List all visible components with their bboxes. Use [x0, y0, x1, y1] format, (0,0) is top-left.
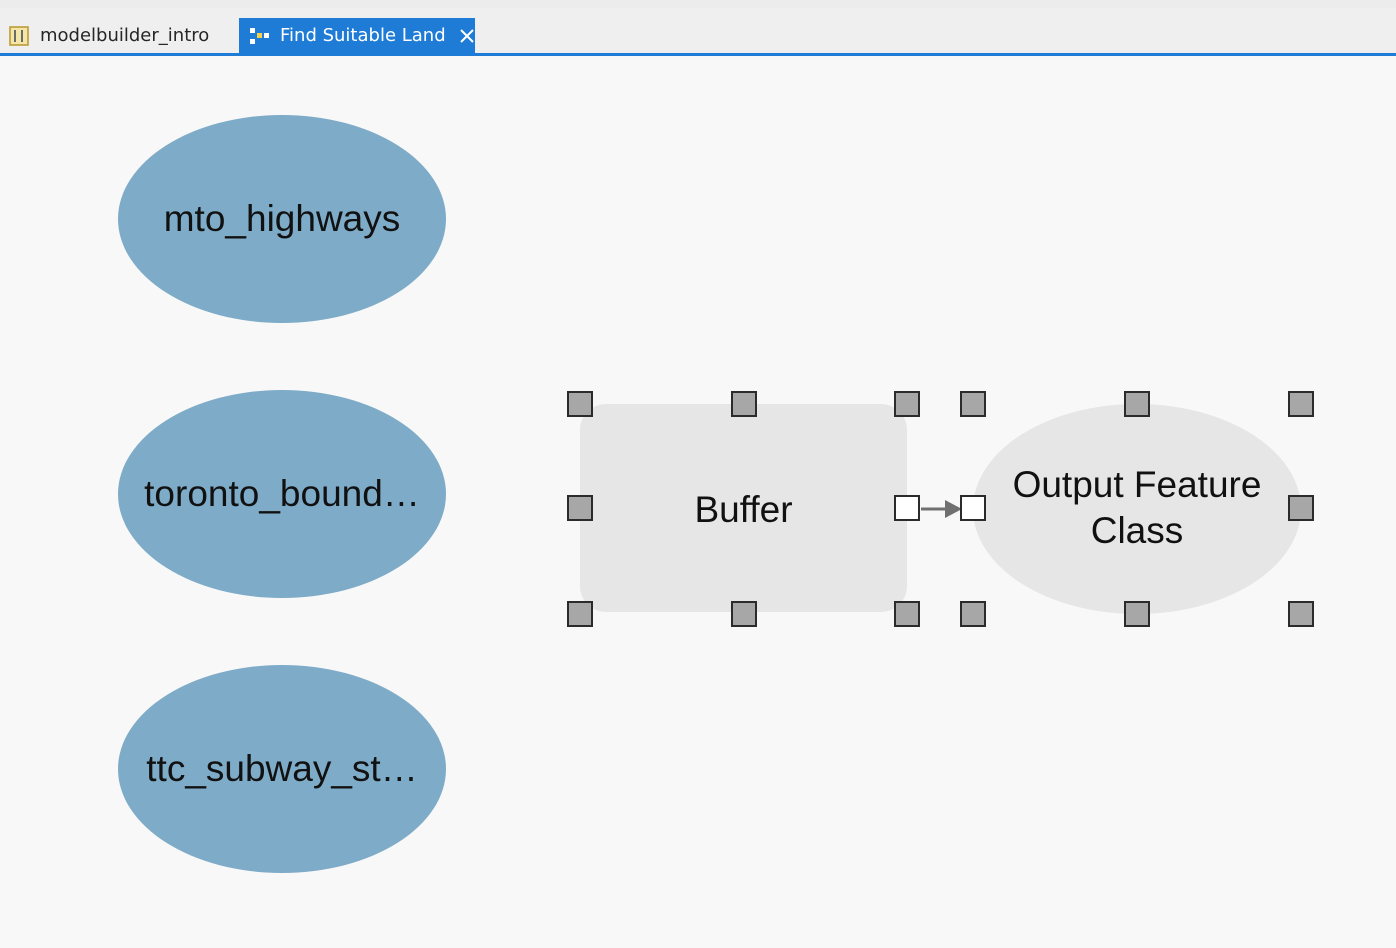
close-icon[interactable] — [459, 28, 475, 44]
map-icon — [8, 25, 30, 47]
connector-arrow — [945, 500, 962, 518]
tab-modelbuilder-intro[interactable]: modelbuilder_intro — [0, 18, 234, 53]
selection-handle[interactable] — [1124, 391, 1150, 417]
selection-handle[interactable] — [567, 495, 593, 521]
tab-find-suitable-land[interactable]: Find Suitable Land — [239, 18, 475, 53]
tool-node-buffer[interactable] — [580, 404, 907, 612]
input-node-toronto-boundary[interactable] — [118, 390, 446, 598]
tab-label: modelbuilder_intro — [40, 25, 210, 46]
output-node[interactable] — [973, 404, 1301, 614]
selection-handle[interactable] — [960, 601, 986, 627]
selection-handle[interactable] — [894, 601, 920, 627]
selection-handle[interactable] — [1124, 601, 1150, 627]
selection-handle[interactable] — [1288, 601, 1314, 627]
input-label-ttc-subway: ttc_subway_st… — [146, 748, 418, 789]
output-label: Output Feature Class — [1012, 464, 1262, 551]
tool-label-buffer: Buffer — [694, 489, 793, 530]
model-icon — [248, 25, 270, 47]
selection-handle[interactable] — [894, 391, 920, 417]
input-label-mto-highways: mto_highways — [163, 198, 401, 239]
selection-handle[interactable] — [960, 391, 986, 417]
selection-handle[interactable] — [731, 391, 757, 417]
model-canvas[interactable]: mto_highways toronto_bound… ttc_subway_s… — [0, 56, 1396, 948]
tab-label: Find Suitable Land — [280, 25, 446, 46]
input-node-ttc-subway[interactable] — [118, 665, 446, 873]
connection-handle[interactable] — [960, 495, 986, 521]
selection-handle[interactable] — [1288, 495, 1314, 521]
selection-handle[interactable] — [567, 391, 593, 417]
selection-handle[interactable] — [567, 601, 593, 627]
input-node-mto-highways[interactable] — [118, 115, 446, 323]
input-label-toronto-boundary: toronto_bound… — [144, 473, 420, 514]
selection-handle[interactable] — [1288, 391, 1314, 417]
tab-bar: modelbuilder_intro Find Suitable Land — [0, 8, 1396, 56]
selection-handle[interactable] — [731, 601, 757, 627]
connection-handle[interactable] — [894, 495, 920, 521]
